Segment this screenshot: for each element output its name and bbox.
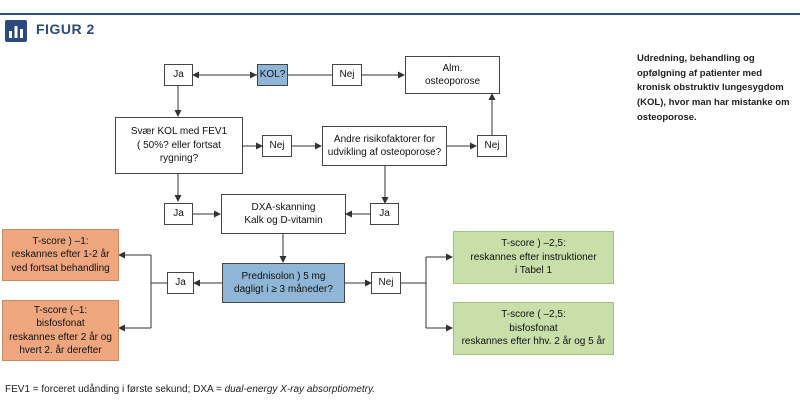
t-score-below-minus-2-5-outcome: T-score ( –2,5: bisfosfonat reskannes ef… — [453, 302, 614, 355]
t-score-above-minus-1-outcome: T-score ) –1: reskannes efter 1-2 år ved… — [2, 229, 119, 281]
dxa-scan-node: DXA-skanning Kalk og D-vitamin — [221, 194, 346, 234]
yes-node-prednisolone: Ja — [167, 272, 194, 294]
t-score-above-minus-2-5-outcome: T-score ) –2,5: reskannes efter instrukt… — [453, 231, 614, 284]
t-score-below-minus-1-outcome: T-score (–1: bisfosfonat reskannes efter… — [2, 300, 119, 361]
no-node-severe: Nej — [262, 135, 292, 157]
footnote-text: FEV1 = forceret udånding i første sekund… — [5, 384, 225, 395]
footnote-italic: dual-energy X-ray absorptiometry. — [224, 384, 375, 395]
top-rule — [0, 13, 800, 15]
figure-caption: Udredning, behandling og opfølgning af p… — [637, 53, 790, 123]
no-node-kol: Nej — [332, 64, 362, 86]
prednisolone-decision: Prednisolon ) 5 mg dagligt i ≥ 3 måneder… — [222, 263, 345, 303]
kol-decision: KOL? — [257, 64, 288, 86]
severe-kol-decision: Svær KOL med FEV1 ( 50%? eller fortsat r… — [115, 117, 243, 174]
bar-chart-icon — [5, 20, 27, 42]
figure-label: FIGUR 2 — [36, 21, 95, 37]
general-osteoporosis-node: Alm. osteoporose — [405, 56, 500, 94]
yes-node-kol: Ja — [164, 64, 193, 86]
yes-node-risk: Ja — [370, 203, 399, 225]
footnote: FEV1 = forceret udånding i første sekund… — [5, 384, 375, 395]
yes-node-severe: Ja — [164, 203, 193, 225]
other-risk-factors-decision: Andre risikofaktorer for udvikling af os… — [322, 126, 447, 166]
no-node-risk: Nej — [477, 135, 507, 157]
no-node-prednisolone: Nej — [371, 272, 401, 294]
